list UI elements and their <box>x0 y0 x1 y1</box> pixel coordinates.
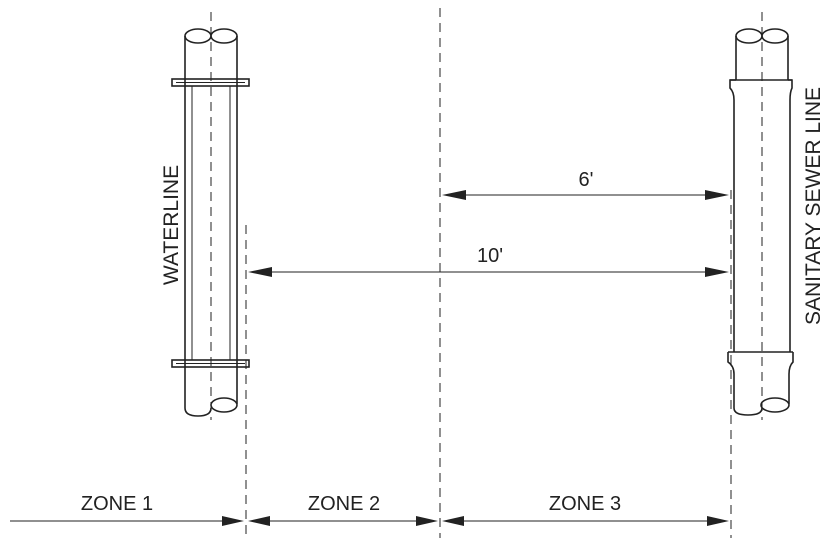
dimension-10ft <box>248 267 729 277</box>
waterline-label: WATERLINE <box>160 165 183 285</box>
zone-1-label: ZONE 1 <box>81 493 153 515</box>
dimension-6ft <box>442 190 729 200</box>
zone-dimension-line <box>10 516 729 526</box>
zone-2-label: ZONE 2 <box>308 493 380 515</box>
sewer-pipe <box>727 28 794 416</box>
zone-3-label: ZONE 3 <box>549 493 621 515</box>
sewer-label: SANITARY SEWER LINE <box>802 87 825 325</box>
dimension-10ft-label: 10' <box>477 245 503 267</box>
dimension-6ft-label: 6' <box>579 169 594 191</box>
